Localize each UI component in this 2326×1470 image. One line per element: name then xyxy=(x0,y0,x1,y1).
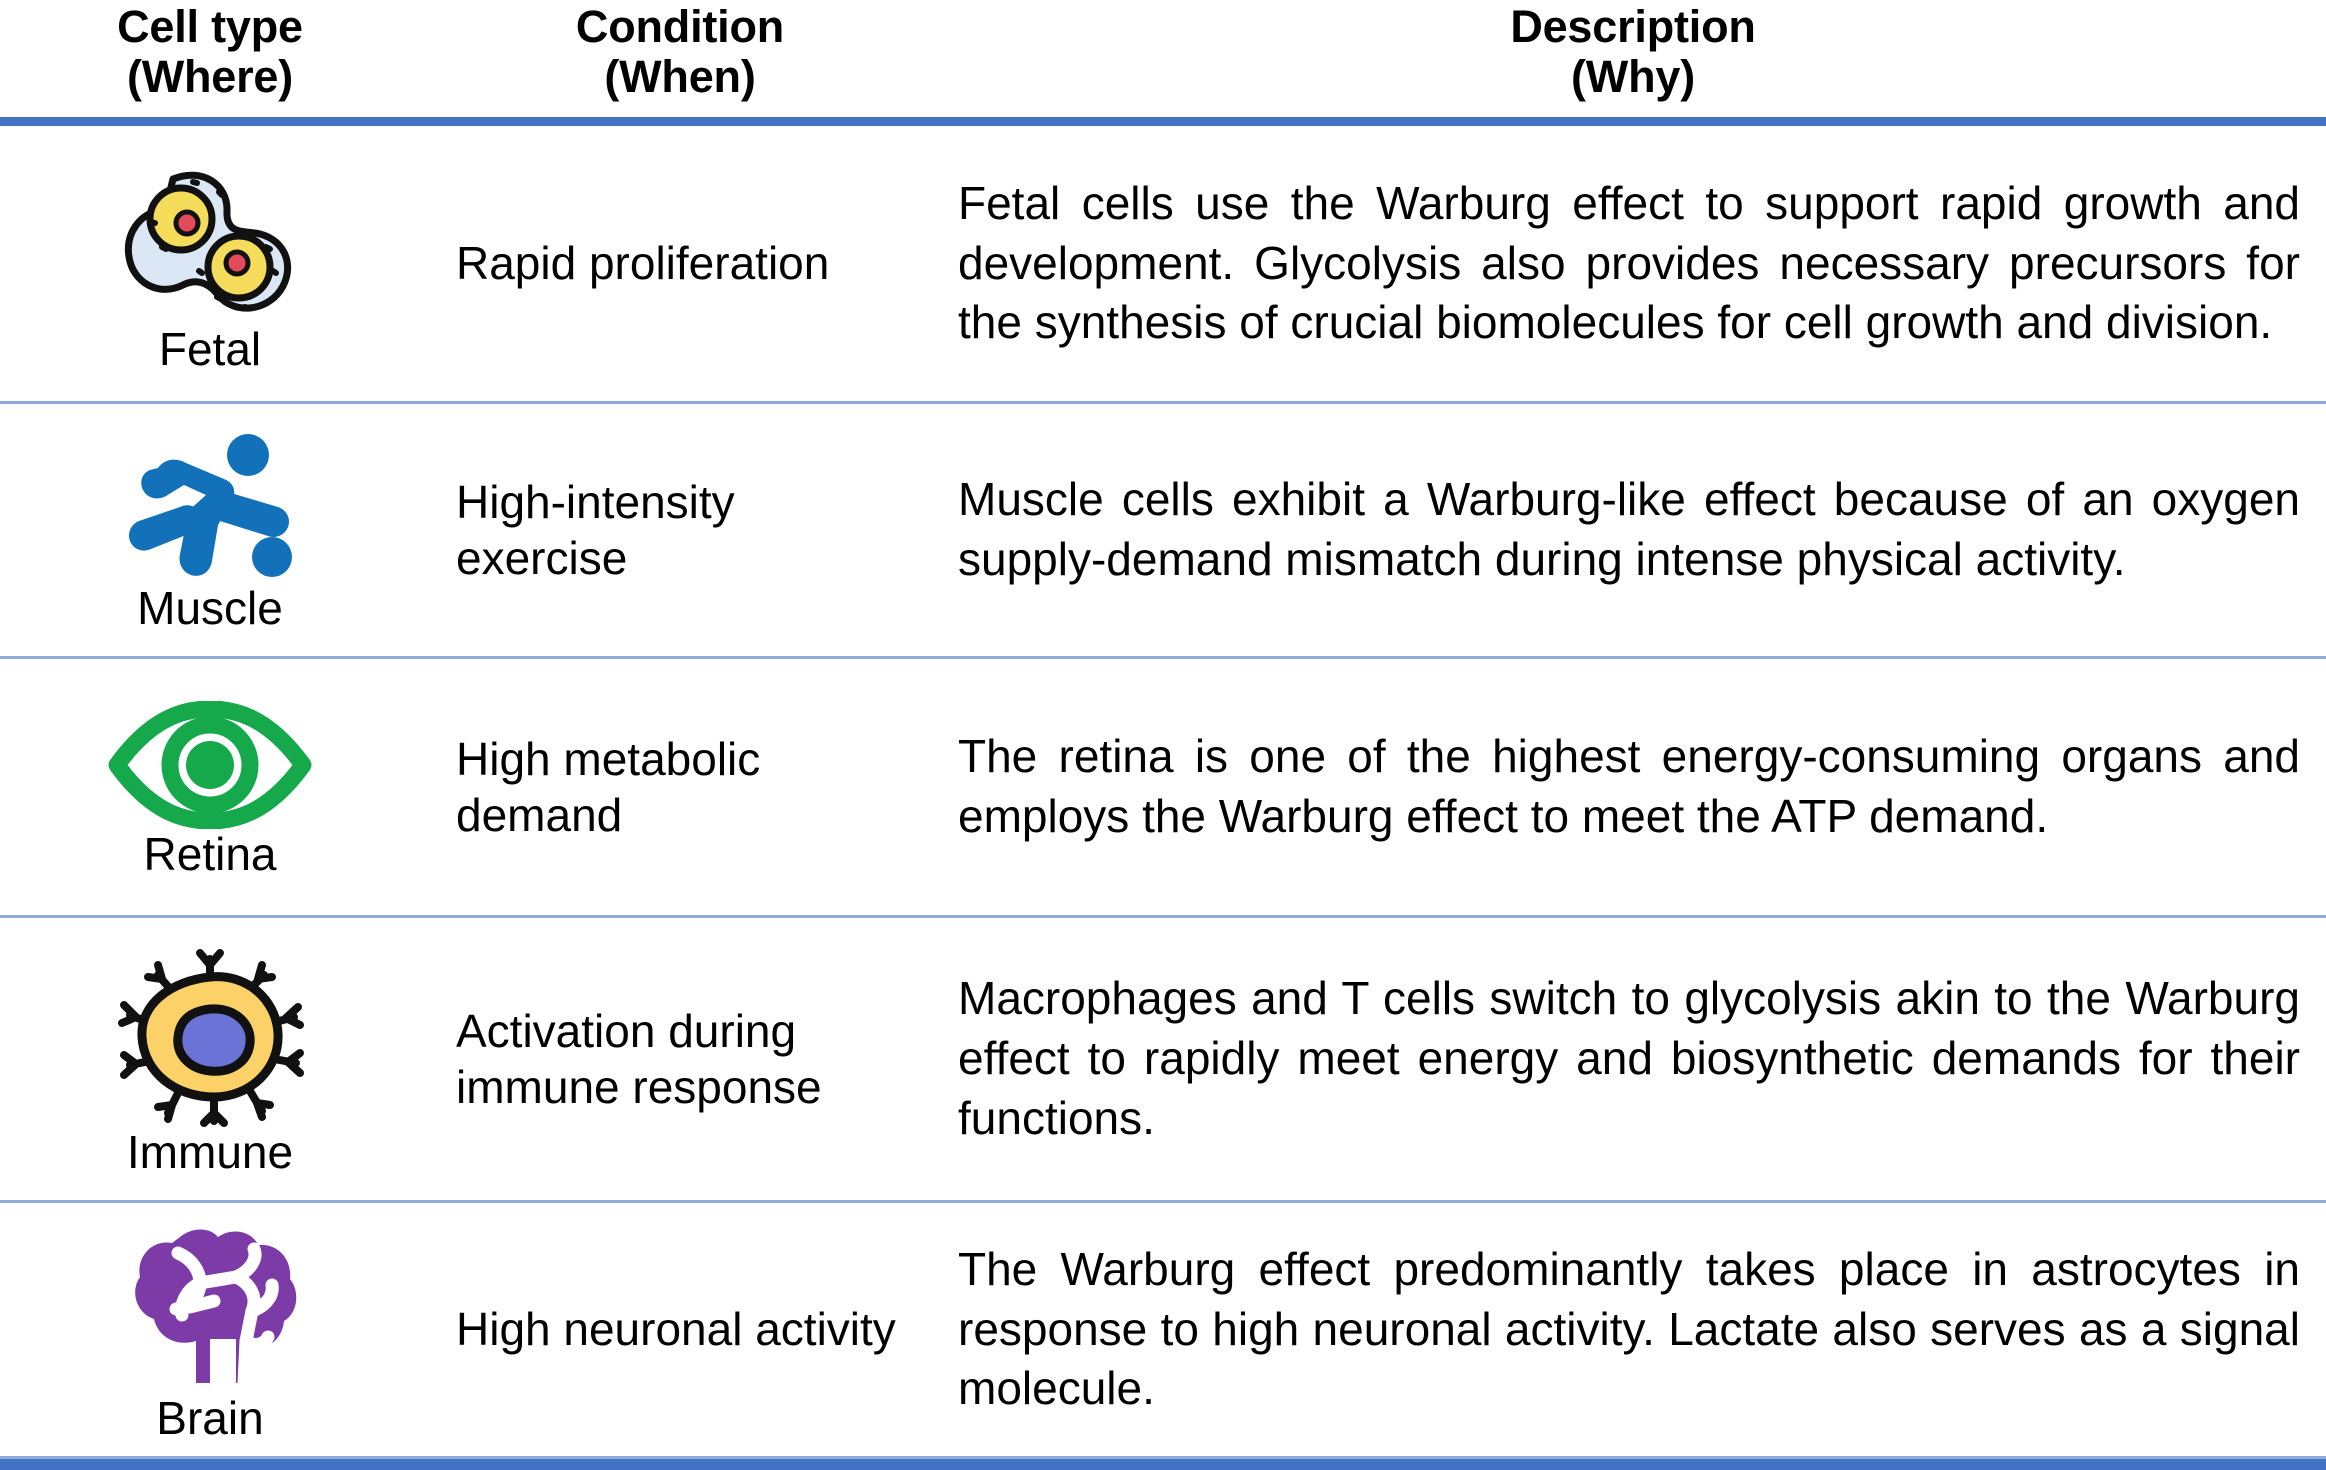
condition-cell: High metabolic demand xyxy=(420,659,940,915)
description-text: Muscle cells exhibit a Warburg-like effe… xyxy=(958,473,2300,585)
description-cell: The retina is one of the highest energy-… xyxy=(940,659,2326,915)
cell-type-label: Brain xyxy=(156,1391,264,1444)
condition-text: High-intensity exercise xyxy=(456,475,735,584)
brain-icon xyxy=(118,1223,303,1393)
table-header-row: Cell type (Where) Condition (When) Descr… xyxy=(0,0,2326,126)
description-cell: Macrophages and T cells switch to glycol… xyxy=(940,918,2326,1200)
description-cell: Muscle cells exhibit a Warburg-like effe… xyxy=(940,404,2326,656)
condition-cell: High neuronal activity xyxy=(420,1203,940,1456)
column-header-condition-line2: (When) xyxy=(604,51,756,103)
cell-type-fetal: Fetal xyxy=(0,126,420,401)
dividing-cell-icon xyxy=(115,159,305,324)
cell-type-label: Fetal xyxy=(158,323,262,375)
description-cell: The Warburg effect predominantly takes p… xyxy=(940,1203,2326,1456)
cell-type-muscle: Muscle xyxy=(0,404,420,656)
description-text: Macrophages and T cells switch to glycol… xyxy=(958,972,2300,1144)
condition-cell: Rapid proliferation xyxy=(420,126,940,401)
description-text: Fetal cells use the Warburg effect to su… xyxy=(958,176,2300,349)
condition-text: High metabolic demand xyxy=(456,732,761,841)
column-header-description-line2: (Why) xyxy=(1571,51,1695,103)
description-text: The retina is one of the highest energy-… xyxy=(958,730,2300,842)
condition-text: Rapid proliferation xyxy=(456,237,830,290)
description-cell: Fetal cells use the Warburg effect to su… xyxy=(940,126,2326,401)
column-header-cell-type-line2: (Where) xyxy=(126,51,294,103)
table-row: Immune Activation during immune response… xyxy=(0,918,2326,1203)
column-header-condition: Condition (When) xyxy=(420,0,940,103)
column-header-condition-line1: Condition xyxy=(575,1,785,52)
table-row: Fetal Rapid proliferation Fetal cells us… xyxy=(0,126,2326,404)
cell-type-brain: Brain xyxy=(0,1203,420,1456)
table-row: Brain High neuronal activity The Warburg… xyxy=(0,1203,2326,1459)
column-header-cell-type-line1: Cell type xyxy=(117,1,303,52)
cell-type-label: Retina xyxy=(143,828,277,880)
cell-type-retina: Retina xyxy=(0,659,420,915)
condition-cell: Activation during immune response xyxy=(420,918,940,1200)
table-row: Retina High metabolic demand The retina … xyxy=(0,659,2326,918)
cell-type-label: Immune xyxy=(126,1126,294,1178)
condition-text: Activation during immune response xyxy=(456,1004,822,1113)
column-header-description-line1: Description xyxy=(1510,1,1756,52)
column-header-cell-type: Cell type (Where) xyxy=(0,0,420,103)
running-person-icon xyxy=(120,433,300,583)
condition-cell: High-intensity exercise xyxy=(420,404,940,656)
immune-cell-icon xyxy=(110,947,310,1127)
cell-type-immune: Immune xyxy=(0,918,420,1200)
column-header-description: Description (Why) xyxy=(940,0,2326,103)
table-bottom-rule xyxy=(0,1459,2326,1470)
table-row: Muscle High-intensity exercise Muscle ce… xyxy=(0,404,2326,659)
description-text: The Warburg effect predominantly takes p… xyxy=(958,1242,2300,1415)
cell-type-label: Muscle xyxy=(137,582,283,634)
condition-text: High neuronal activity xyxy=(456,1303,896,1356)
eye-icon xyxy=(105,701,315,829)
